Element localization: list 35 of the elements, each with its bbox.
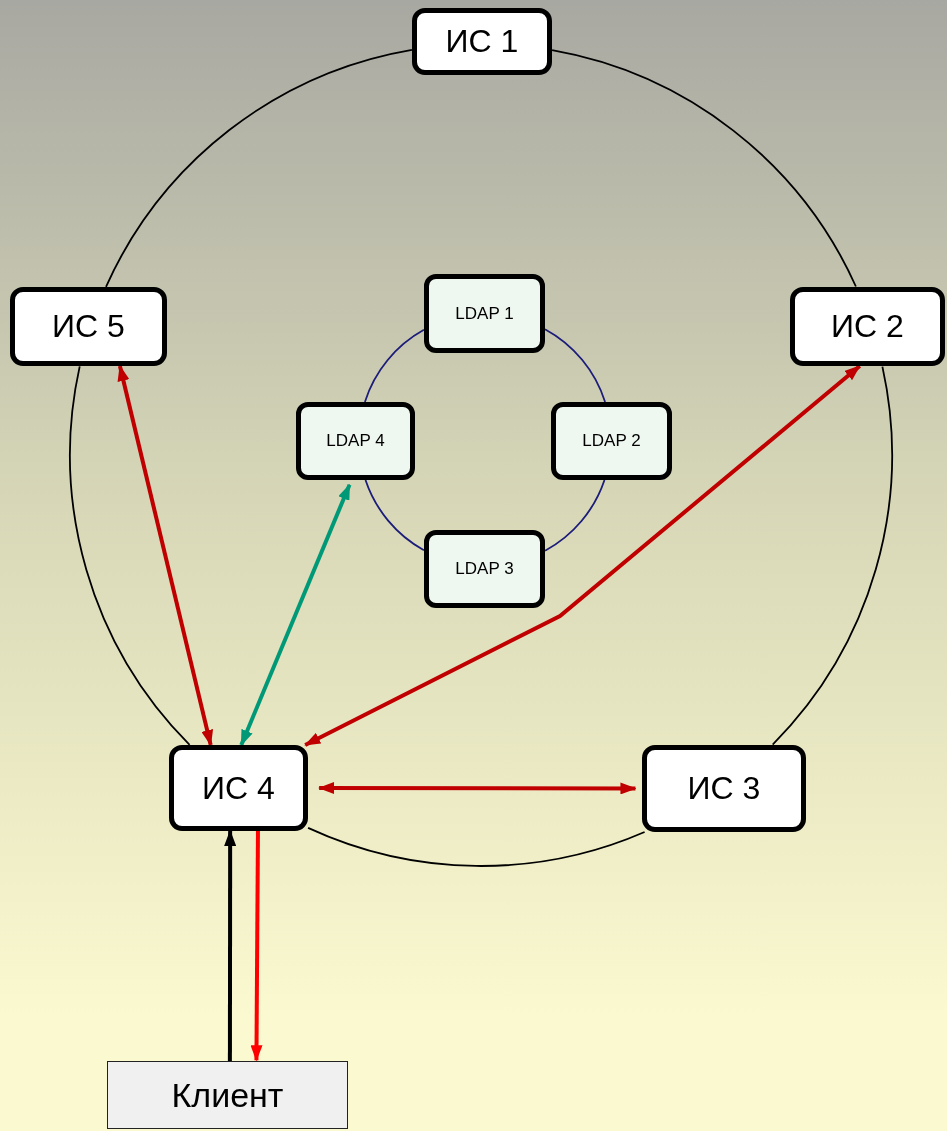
ldap-server-box [296,402,415,480]
connector-arc [364,479,425,552]
connector-arc [69,365,191,746]
system-box [790,287,945,366]
ldap-server-box [424,274,545,353]
node-label: LDAP 2 [582,431,641,451]
arrow [304,364,862,747]
node-label: Клиент [171,1075,284,1115]
node-label: ИС 5 [52,308,125,345]
connector-arc [551,49,857,288]
arrow [318,782,637,795]
node-label: ИС 3 [687,770,761,807]
arrow [117,365,214,746]
connector-arc [771,365,893,746]
node-label: LDAP 3 [455,559,514,579]
connector-arc [544,479,606,552]
node-label: LDAP 4 [326,431,385,451]
node-label: LDAP 1 [455,303,514,324]
node-label: ИС 4 [202,769,275,807]
arrow [250,831,263,1062]
system-box [412,8,552,75]
ldap-server-box [551,402,672,480]
connector-arc [105,48,413,288]
client-box [107,1061,348,1129]
arrow [224,830,237,1061]
node-label: ИС 2 [831,308,904,345]
system-box [10,287,167,366]
arrow [239,483,352,746]
ldap-server-box [424,530,545,608]
node-label: ИС 1 [445,23,519,60]
connector-arc [364,328,425,403]
connector-arc [544,328,606,403]
system-box [169,745,308,831]
connector-arc [307,827,646,867]
system-box [642,745,806,832]
